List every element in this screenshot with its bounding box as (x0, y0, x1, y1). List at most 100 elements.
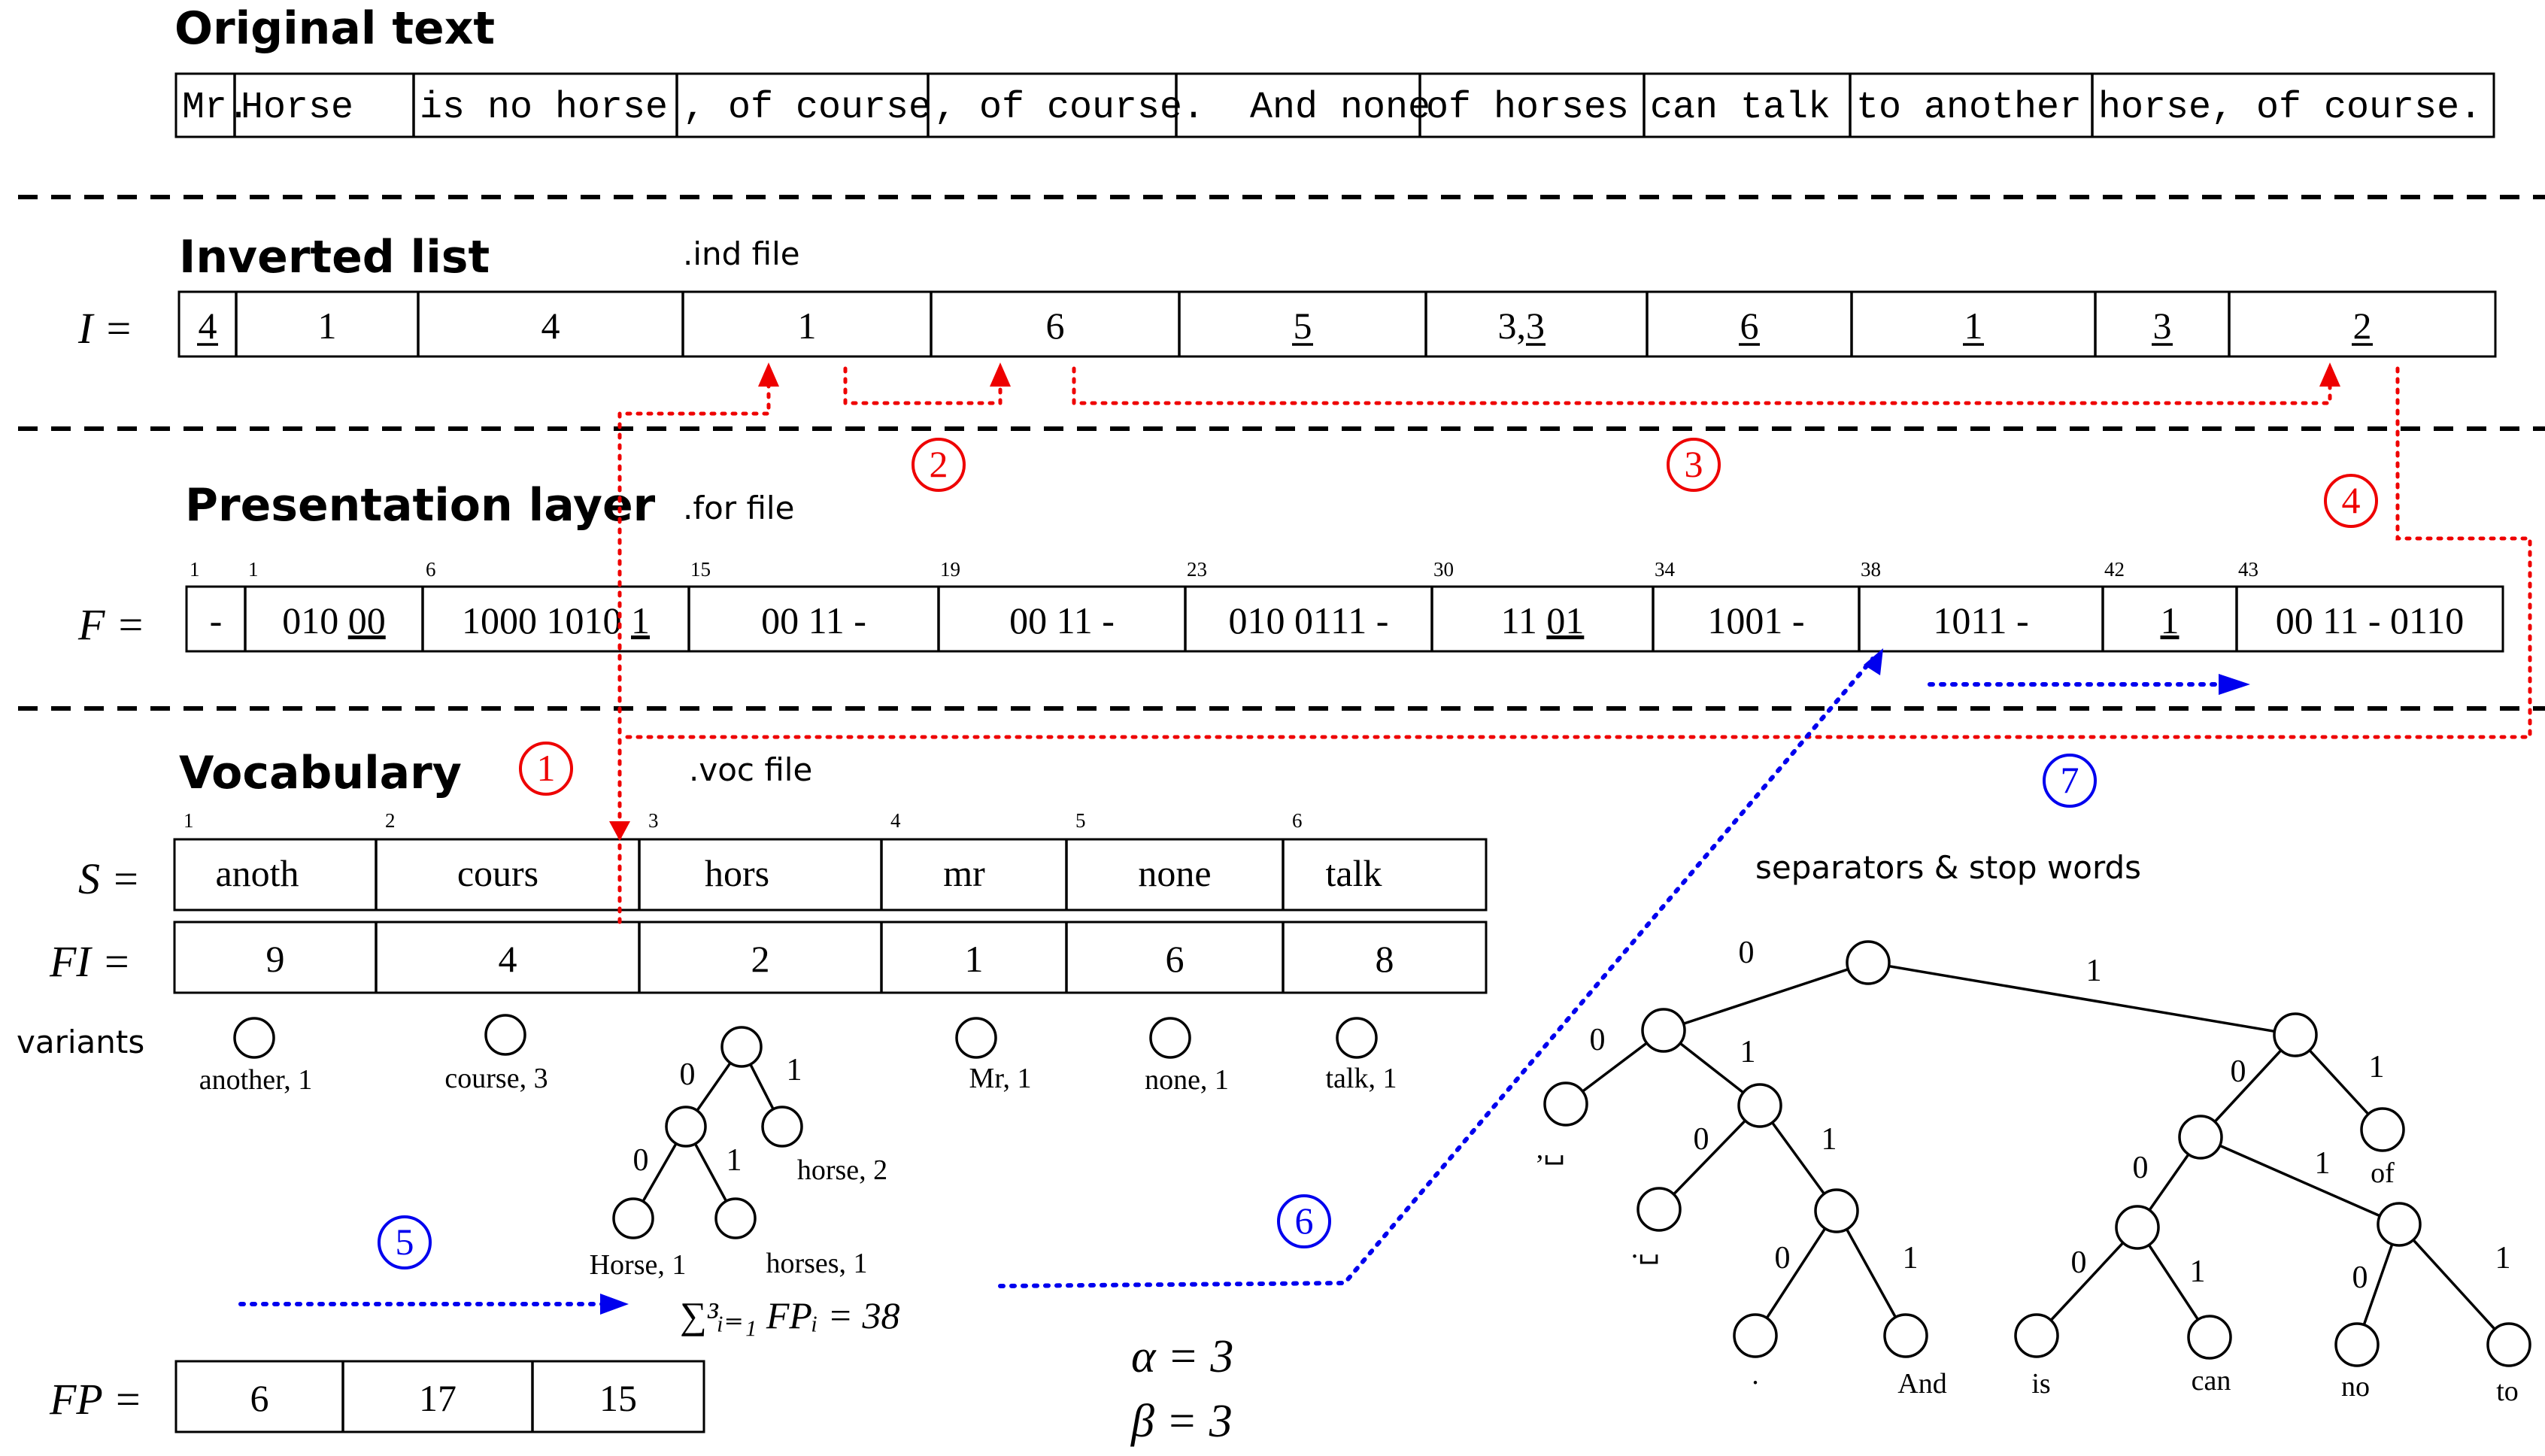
variant-label: talk, 1 (1326, 1063, 1397, 1094)
separator-tree-node (2360, 1107, 2405, 1152)
fi-box (173, 921, 1488, 994)
hors-edge-label: 0 (680, 1057, 696, 1092)
stem-value: hors (705, 852, 769, 894)
arrow-head-1 (758, 362, 779, 387)
presentation-title: Presentation layer (185, 479, 656, 532)
inverted-cell-value: 4 (199, 305, 217, 347)
separator-tree-node (2486, 1322, 2531, 1367)
inverted-cell-value: 5 (1294, 305, 1312, 347)
inverted-cell-value: 1 (798, 305, 817, 347)
separator-edge-label: 1 (2086, 954, 2102, 988)
separator-edge-label: 0 (2352, 1260, 2368, 1295)
variant-label: none, 1 (1145, 1064, 1229, 1096)
variant-label: Mr, 1 (969, 1063, 1032, 1094)
presentation-index: 19 (940, 558, 960, 581)
fi-value: 2 (751, 938, 770, 980)
fi-value: 1 (965, 938, 984, 980)
stem-index: 1 (184, 809, 194, 832)
step-circle (519, 742, 573, 796)
inverted-cell-value: 3 (2153, 305, 2172, 347)
hors-edge-label: 0 (633, 1143, 649, 1178)
inverted-list-box (177, 290, 2497, 358)
presentation-cell-value: 1 (2161, 599, 2179, 642)
hors-leaf-label: Horse, 1 (590, 1249, 687, 1281)
separator-leaf-label: no (2341, 1371, 2370, 1403)
arrow-head-6 (1864, 648, 1883, 675)
presentation-cell-text: 11 (1501, 599, 1547, 642)
separator-tree-node (2178, 1115, 2223, 1160)
step-number: 1 (537, 747, 556, 789)
separator-tree-node (1883, 1313, 1928, 1358)
arrow-path-3 (1072, 366, 2332, 405)
hors-leaf-label: horses, 1 (766, 1248, 867, 1279)
step-circle (912, 438, 966, 492)
presentation-cell-value: 1011 - (1933, 599, 2028, 642)
separator-tree-node (1846, 940, 1891, 985)
separator-edge-label: 1 (2495, 1241, 2511, 1276)
step-circle (378, 1215, 432, 1269)
sum-formula: ∑³ᵢ₌₁ FPᵢ = 38 (680, 1294, 900, 1336)
arrow-head-7 (2219, 674, 2250, 695)
fi-value: 6 (1166, 938, 1185, 980)
separator-edge-label: 1 (2315, 1146, 2331, 1181)
fp-box (174, 1360, 705, 1433)
presentation-cell-value: 11 01 (1501, 599, 1585, 642)
presentation-index: 1 (190, 558, 200, 581)
fi-value: 4 (499, 938, 517, 980)
separator-edge-label: 1 (2190, 1254, 2206, 1289)
separator-leaf-label: And (1897, 1368, 1946, 1400)
separator-leaf-label: ,␣ (1536, 1133, 1566, 1165)
inverted-cell-value: 4 (541, 305, 560, 347)
separator-tree-node (2273, 1012, 2318, 1057)
separator-edge-label: 0 (1775, 1241, 1791, 1276)
presentation-index: 6 (426, 558, 436, 581)
presentation-cell-text: 010 0111 - (1229, 599, 1389, 642)
inverted-cell-value: 6 (1740, 305, 1759, 347)
hors-tree-node (720, 1026, 763, 1068)
separator-leaf-label: to (2496, 1376, 2519, 1407)
separator-edge-label: 0 (2071, 1245, 2087, 1280)
stem-index: 6 (1292, 809, 1303, 832)
presentation-cell-text: 00 11 - 0110 (2276, 599, 2464, 642)
step-circle (2043, 754, 2097, 808)
separator-tree-node (2115, 1205, 2160, 1250)
fp-value: 15 (599, 1377, 637, 1419)
fp-value: 17 (419, 1377, 457, 1419)
separator-edge-label: 0 (1739, 936, 1755, 970)
hors-leaf-label: horse, 2 (797, 1154, 887, 1186)
hors-tree-node (761, 1106, 803, 1148)
presentation-cell-value: 00 11 - (1009, 599, 1115, 642)
presentation-index: 34 (1655, 558, 1676, 581)
alpha-param: α = 3 (1131, 1331, 1233, 1382)
variant-label: another, 1 (199, 1064, 312, 1096)
stem-index: 2 (385, 809, 396, 832)
presentation-index: 15 (690, 558, 711, 581)
presentation-index: 23 (1187, 558, 1207, 581)
step-number: 3 (1685, 443, 1703, 485)
original-segment: Horse (241, 86, 353, 129)
variant-node (1149, 1017, 1191, 1059)
hors-tree-node (665, 1106, 707, 1148)
fi-value: 8 (1376, 938, 1394, 980)
presentation-index: 1 (248, 558, 259, 581)
stem-value: cours (457, 852, 538, 894)
step-circle (2324, 474, 2378, 528)
separator-tree-edge (1835, 1210, 1907, 1336)
separator-tree-edge (1754, 1210, 1838, 1336)
separator-leaf-label: is (2031, 1368, 2050, 1400)
presentation-row-label: F = (77, 600, 145, 649)
separator-tree-edge (2035, 1226, 2139, 1337)
arrow-path-2 (843, 366, 1003, 405)
stem-value: anoth (215, 852, 299, 894)
presentation-cell-value: 00 11 - (761, 599, 866, 642)
presentation-cell-value: 010 00 (282, 599, 386, 642)
arrow-head-1b (609, 821, 630, 841)
separator-edge-label: 0 (1694, 1122, 1709, 1157)
fp-value: 6 (250, 1377, 269, 1419)
